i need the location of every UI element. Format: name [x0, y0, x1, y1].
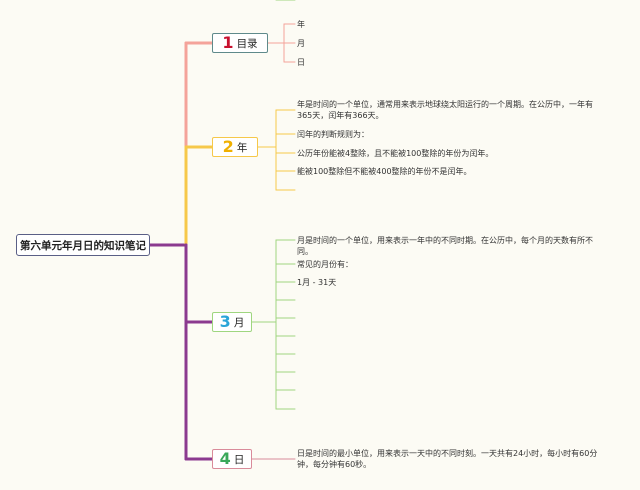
branch-label: 月: [233, 316, 245, 329]
root-node[interactable]: 第六单元年月日的知识笔记: [16, 234, 150, 256]
leaf-text[interactable]: 月是时间的一个单位，用来表示一年中的不同时期。在公历中，每个月的天数有所不同。: [297, 235, 593, 256]
branch-number: 4: [219, 449, 231, 468]
branch-label: 年: [236, 141, 248, 154]
leaf-text[interactable]: 年是时间的一个单位，通常用来表示地球绕太阳运行的一个周期。在公历中，一年有365…: [297, 100, 593, 120]
branch-number: 3: [219, 312, 231, 331]
leaf-text[interactable]: 闰年的判断规则为：: [297, 129, 369, 139]
branch-label: 目录: [236, 37, 258, 50]
branch-label: 日: [233, 453, 245, 466]
leaf-text[interactable]: 公历年份能被4整除，且不能被100整除的年份为闰年。: [297, 148, 494, 158]
branch-number: 1: [222, 33, 234, 52]
branch-number: 2: [222, 137, 234, 156]
leaf-text[interactable]: 月: [297, 38, 305, 48]
leaf-text[interactable]: 常见的月份有：: [297, 259, 353, 269]
leaf-text[interactable]: 能被100整除但不能被400整除的年份不是闰年。: [297, 166, 472, 176]
leaf-text[interactable]: 日: [297, 57, 305, 67]
leaf-text[interactable]: 日是时间的最小单位，用来表示一天中的不同时刻。一天共有24小时，每小时有60分钟…: [297, 449, 598, 469]
leaf-text[interactable]: 年: [297, 19, 305, 29]
leaf-text[interactable]: 1月 - 31天: [297, 277, 337, 287]
root-node-label: 第六单元年月日的知识笔记: [20, 239, 146, 252]
